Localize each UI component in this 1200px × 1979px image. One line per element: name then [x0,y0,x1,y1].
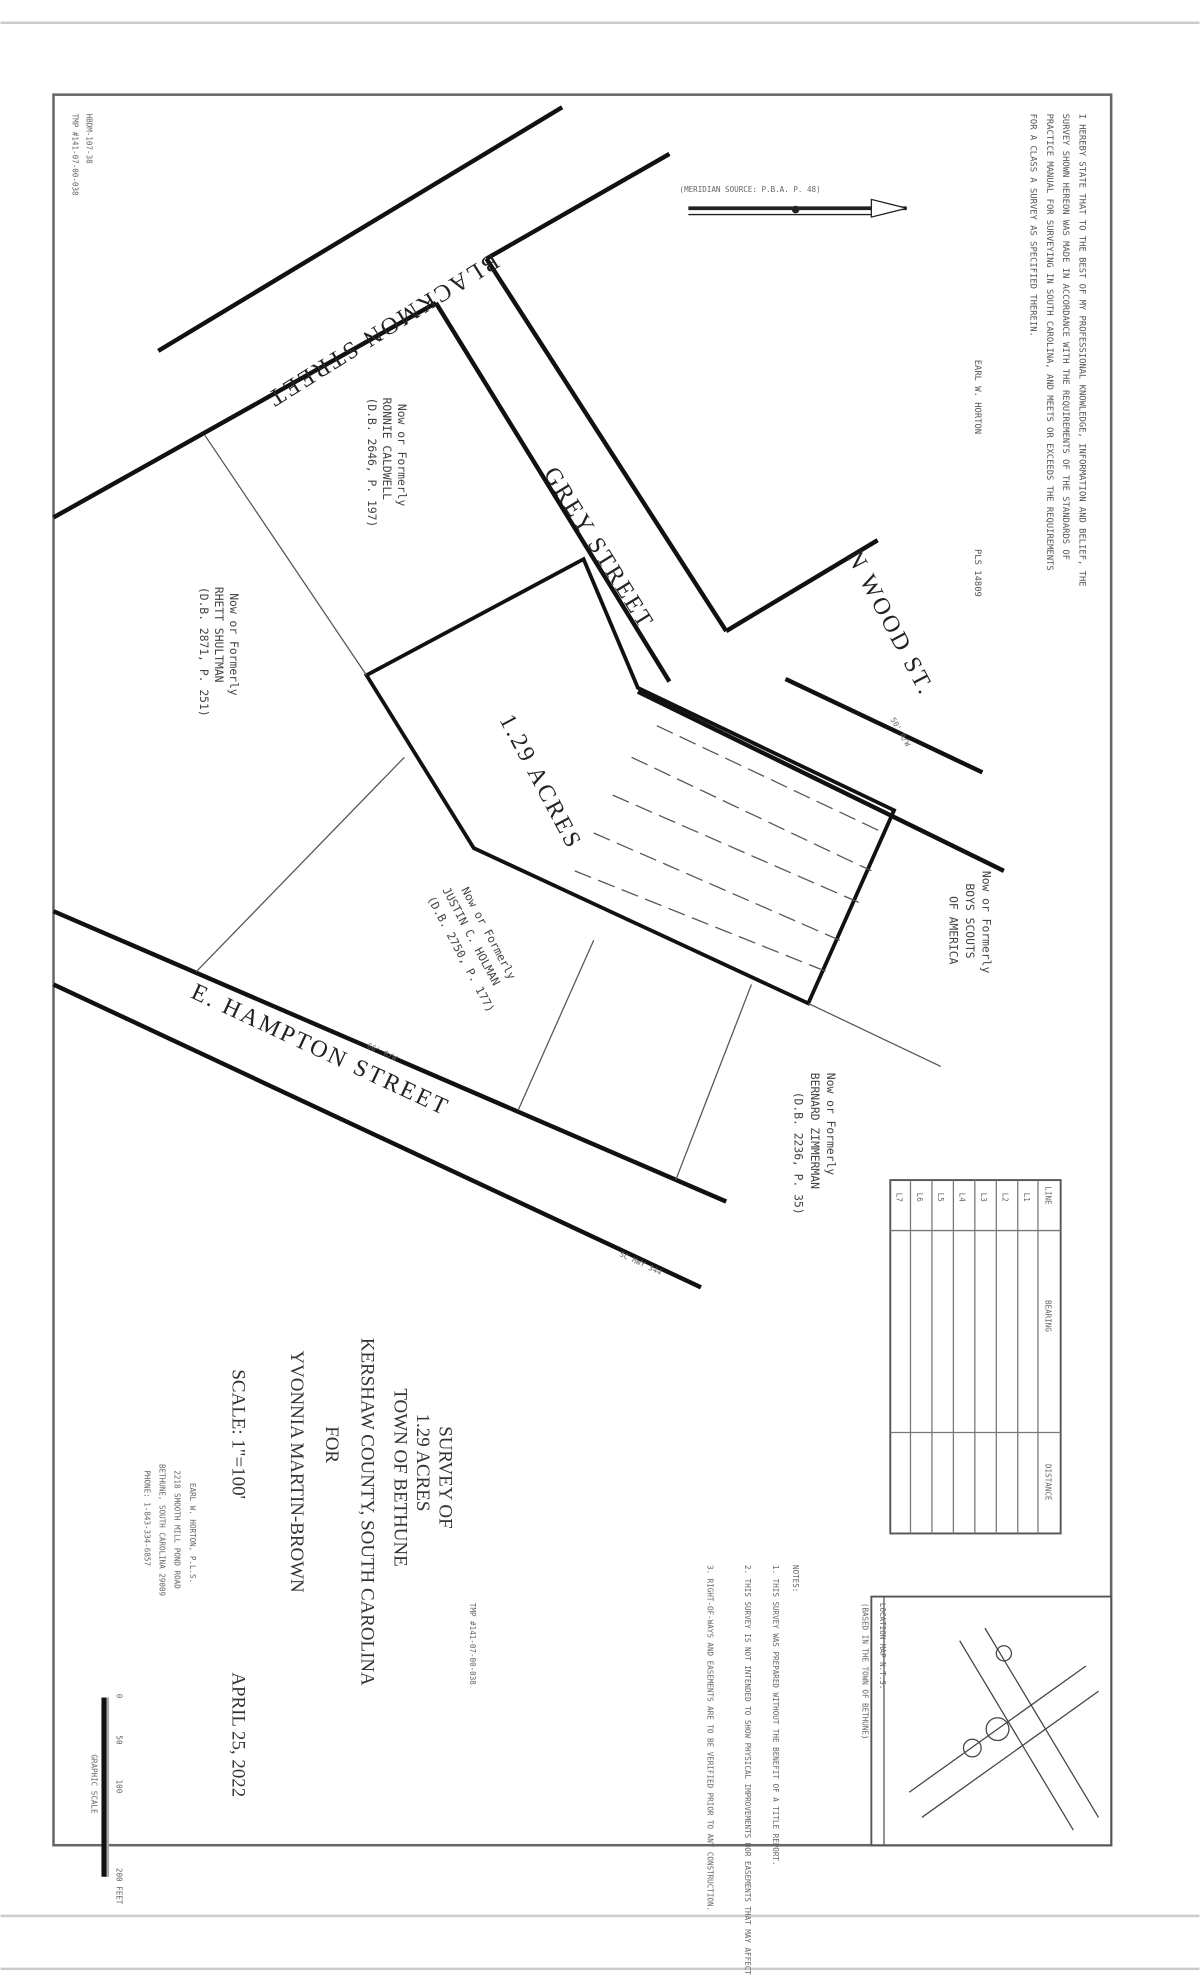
cert-line-3: PRACTICE MANUAL FOR SURVEYING IN SOUTH C… [1044,114,1054,571]
street-lines [52,105,1005,1290]
cert-line-1: I HEREBY STATE THAT TO THE BEST OF MY PR… [1077,114,1087,587]
location-map-title: LOCATION MAP N.T.S. [878,1603,887,1690]
title-county: KERSHAW COUNTY, SOUTH CAROLINA [356,1338,377,1686]
title-town: TOWN OF BETHUNE [389,1388,410,1566]
notes-heading: NOTES: [791,1565,800,1592]
location-map: LOCATION MAP N.T.S. (BASED IN THE TOWN O… [861,1595,1113,1847]
owner-label: Now or Formerly [227,593,241,696]
scale-label: GRAPHIC SCALE [89,1754,98,1814]
note-1: 1. THIS SURVEY WAS PREPARED WITHOUT THE … [771,1565,780,1865]
title-surveyor: EARL W. HORTON, P.L.S. [188,1483,197,1583]
owner-boy-scouts: Now or Formerly BOYS SCOUTS OF AMERICA [947,871,994,974]
header-bearing: BEARING [1044,1300,1053,1332]
graphic-scale: 0 50 100 200 FEET GRAPHIC SCALE [89,1694,123,1905]
owner-deed: (D.B. 2646, P. 197) [365,398,379,528]
note-2: 2. THIS SURVEY IS NOT INTENDED TO SHOW P… [743,1565,752,1979]
scale-tick-50: 50 [115,1735,124,1745]
row-label: L4 [958,1193,967,1203]
owner-label: Now or Formerly [395,404,409,507]
title-for: FOR [321,1426,342,1463]
cert-line-4: FOR A CLASS A SURVEY AS SPECIFIED THEREI… [1027,114,1037,337]
tmp-number-top: TMP #141-07-00-038 [70,114,79,196]
owner-name: BOYS SCOUTS [963,883,977,958]
owner-shultman: Now or Formerly RHETT SHULTMAN (D.B. 287… [197,587,241,717]
line-table: LINE BEARING DISTANCE L1 L2 L3 L4 L5 L6 … [889,1179,1062,1535]
owner-caldwell: Now or Formerly RONNIE CALDWELL (D.B. 26… [365,398,409,528]
owner-deed: (D.B. 2236, P. 35) [791,1092,805,1215]
row-label: L7 [895,1193,904,1202]
meridian-arrow: (MERIDIAN SOURCE: P.B.A. P. 48) [680,185,907,218]
row-label: L2 [1001,1193,1010,1202]
owner-name: RONNIE CALDWELL [380,398,394,501]
location-map-subtitle: (BASED IN THE TOWN OF BETHUNE) [861,1603,870,1740]
title-survey-of: SURVEY OF [435,1426,456,1528]
adjoining-lot-lines [195,435,942,1181]
certification-block: I HEREBY STATE THAT TO THE BEST OF MY PR… [972,114,1087,597]
row-label: L6 [915,1193,924,1203]
scale-tick-100: 100 [115,1780,124,1794]
meridian-source: (MERIDIAN SOURCE: P.B.A. P. 48) [680,185,821,194]
owner-deed: OF AMERICA [947,896,961,964]
title-address-2: BETHUNE, SOUTH CAROLINA 29009 [158,1464,167,1596]
title-client: YVONNIA MARTIN-BROWN [286,1350,307,1593]
title-date: APRIL 25, 2022 [228,1672,249,1797]
cert-surveyor: EARL W. HORTON [972,360,982,434]
cert-line-2: SURVEY SHOWN HEREON WAS MADE IN ACCORDAN… [1060,114,1070,560]
tmp-number-top-2: HBDM-107-38 [84,114,93,165]
parcel-boundary [363,556,897,1006]
parcel-hatching [574,725,885,973]
cert-pls: PLS 14809 [972,549,982,597]
note-3: 3. RIGHT-OF-WAYS AND EASEMENTS ARE TO BE… [705,1565,714,1911]
title-address-1: 2218 SMOOTH MILL POND ROAD [173,1470,182,1589]
owner-label: Now or Formerly [979,871,993,974]
owner-name: BERNARD ZIMMERMAN [808,1073,822,1189]
title-acres: 1.29 ACRES [412,1414,433,1512]
row-label: L3 [979,1193,988,1202]
title-block: TMP #141-07-00-038 SURVEY OF 1.29 ACRES … [142,1338,477,1797]
header-distance: DISTANCE [1044,1464,1053,1501]
tmp-number-title: TMP #141-07-00-038 [468,1603,477,1685]
title-phone: PHONE: 1-843-334-6857 [142,1470,151,1566]
owner-label: Now or Formerly [824,1073,838,1176]
title-scale: SCALE: 1"=100' [228,1369,249,1499]
row-label: L1 [1022,1193,1031,1203]
notes-block: NOTES: 1. THIS SURVEY WAS PREPARED WITHO… [705,1565,800,1979]
owner-zimmerman: Now or Formerly BERNARD ZIMMERMAN (D.B. … [791,1073,838,1215]
scale-tick-0: 0 [115,1694,124,1699]
drawing-frame [52,93,1113,1847]
header-line: LINE [1044,1186,1053,1205]
owner-deed: (D.B. 2871, P. 251) [197,587,211,717]
scale-tick-200: 200 FEET [115,1868,124,1905]
owner-name: RHETT SHULTMAN [212,587,226,683]
row-label: L5 [936,1193,945,1202]
